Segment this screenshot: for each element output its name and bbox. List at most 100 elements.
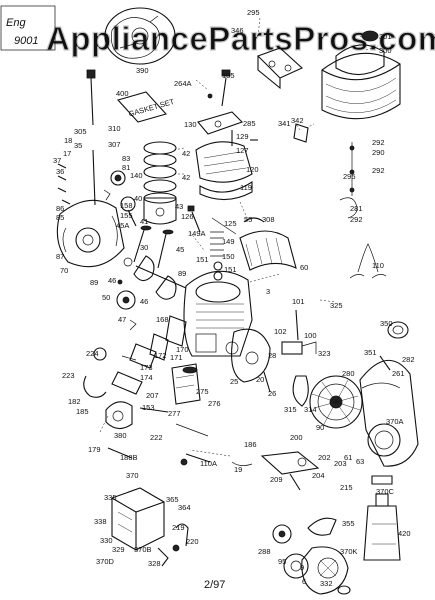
part-120-cylinder-head xyxy=(195,141,253,201)
part-25-housing xyxy=(231,328,271,393)
label-219: 219 xyxy=(172,523,185,532)
part-370K-ring xyxy=(337,585,351,595)
label-9: 9 xyxy=(300,563,304,572)
leader-lines xyxy=(99,17,379,457)
label-89-b: 89 xyxy=(178,269,186,278)
label-314: 314 xyxy=(304,405,317,414)
part-335-fuel-tank xyxy=(111,487,165,551)
label-308: 308 xyxy=(262,215,275,224)
label-61: 61 xyxy=(344,453,352,462)
label-295-b: 295 xyxy=(343,172,356,181)
label-42-b: 42 xyxy=(182,173,190,182)
label-215: 215 xyxy=(340,483,353,492)
part-219-clamp xyxy=(172,523,189,552)
label-150: 150 xyxy=(222,252,235,261)
part-285-bracket xyxy=(197,111,258,146)
label-209: 209 xyxy=(270,475,283,484)
label-172: 172 xyxy=(154,351,167,360)
label-45: 45 xyxy=(176,245,184,254)
label-277: 277 xyxy=(168,409,181,418)
label-87: 87 xyxy=(56,252,64,261)
label-41: 41 xyxy=(140,217,148,226)
part-100-ignition xyxy=(281,309,317,355)
part-310-dipstick xyxy=(86,69,96,206)
label-204: 204 xyxy=(312,471,325,480)
part-30-crankshaft xyxy=(123,255,187,300)
part-420-oil-bottle xyxy=(363,493,401,561)
part-172-carburetor-parts xyxy=(111,343,157,395)
label-186: 186 xyxy=(244,440,257,449)
part-110A-fitting xyxy=(180,453,211,466)
handwritten-note: Eng 9001 xyxy=(0,5,56,51)
label-90: 90 xyxy=(316,423,324,432)
label-149A: 149A xyxy=(188,229,206,238)
label-281: 281 xyxy=(350,204,363,213)
label-295: 295 xyxy=(247,8,260,17)
label-170: 170 xyxy=(176,345,189,354)
label-46-b: 46 xyxy=(140,297,148,306)
label-282: 282 xyxy=(402,355,415,364)
label-222: 222 xyxy=(150,433,163,442)
label-130: 130 xyxy=(184,120,197,129)
part-140-piston-rings xyxy=(143,141,177,193)
label-26: 26 xyxy=(268,389,276,398)
label-125: 125 xyxy=(224,219,237,228)
label-264A: 264A xyxy=(174,79,192,88)
label-328: 328 xyxy=(148,559,161,568)
label-280: 280 xyxy=(342,369,355,378)
label-202: 202 xyxy=(318,453,331,462)
label-135: 135 xyxy=(222,71,235,80)
label-25: 25 xyxy=(230,377,238,386)
label-301: 301 xyxy=(379,32,392,41)
label-325: 325 xyxy=(330,301,343,310)
label-351: 351 xyxy=(364,348,377,357)
label-380: 380 xyxy=(114,431,127,440)
label-224: 224 xyxy=(86,349,99,358)
label-158: 158 xyxy=(120,201,133,210)
label-30: 30 xyxy=(140,243,148,252)
label-174: 174 xyxy=(140,373,153,382)
label-151-b: 151 xyxy=(224,265,237,274)
handwriting-line-2: 9001 xyxy=(14,35,38,47)
label-335: 335 xyxy=(104,493,117,502)
part-89-crankcase-cover xyxy=(56,199,125,268)
label-350: 350 xyxy=(380,319,393,328)
label-140: 140 xyxy=(130,171,143,180)
label-276: 276 xyxy=(208,399,221,408)
part-390-gasket-sheet xyxy=(104,7,176,65)
label-330: 330 xyxy=(100,536,113,545)
gasket-set-text: GASKET SET xyxy=(128,97,176,119)
label-168: 168 xyxy=(156,315,169,324)
label-42-a: 42 xyxy=(182,149,190,158)
label-119: 119 xyxy=(240,183,252,192)
label-55: 55 xyxy=(244,215,252,224)
label-149: 149 xyxy=(222,237,235,246)
part-43-piston xyxy=(143,192,177,225)
label-329: 329 xyxy=(112,545,125,554)
part-224-fitting xyxy=(83,347,107,398)
page-number: 2/97 xyxy=(204,579,225,591)
label-45A: 45A xyxy=(116,221,129,230)
label-390: 390 xyxy=(136,66,149,75)
label-17: 17 xyxy=(63,149,71,158)
label-310: 310 xyxy=(108,124,121,133)
label-332: 332 xyxy=(320,579,333,588)
label-370K: 370K xyxy=(340,547,358,556)
label-70: 70 xyxy=(60,266,68,275)
label-47: 47 xyxy=(118,315,126,324)
part-332-recoil-starter xyxy=(272,524,349,595)
label-60: 60 xyxy=(300,263,308,272)
label-292-c: 292 xyxy=(350,215,363,224)
label-86: 86 xyxy=(56,204,64,213)
part-149-valve-springs xyxy=(210,231,224,281)
label-370A: 370A xyxy=(386,417,404,426)
handwriting-line-1: Eng xyxy=(6,17,26,29)
part-308-heat-shield xyxy=(211,217,297,271)
label-307: 307 xyxy=(108,140,121,149)
label-35: 35 xyxy=(74,141,82,150)
label-153: 153 xyxy=(142,403,155,412)
label-83: 83 xyxy=(122,154,130,163)
part-45-valves xyxy=(133,225,174,269)
label-400: 400 xyxy=(116,89,129,98)
